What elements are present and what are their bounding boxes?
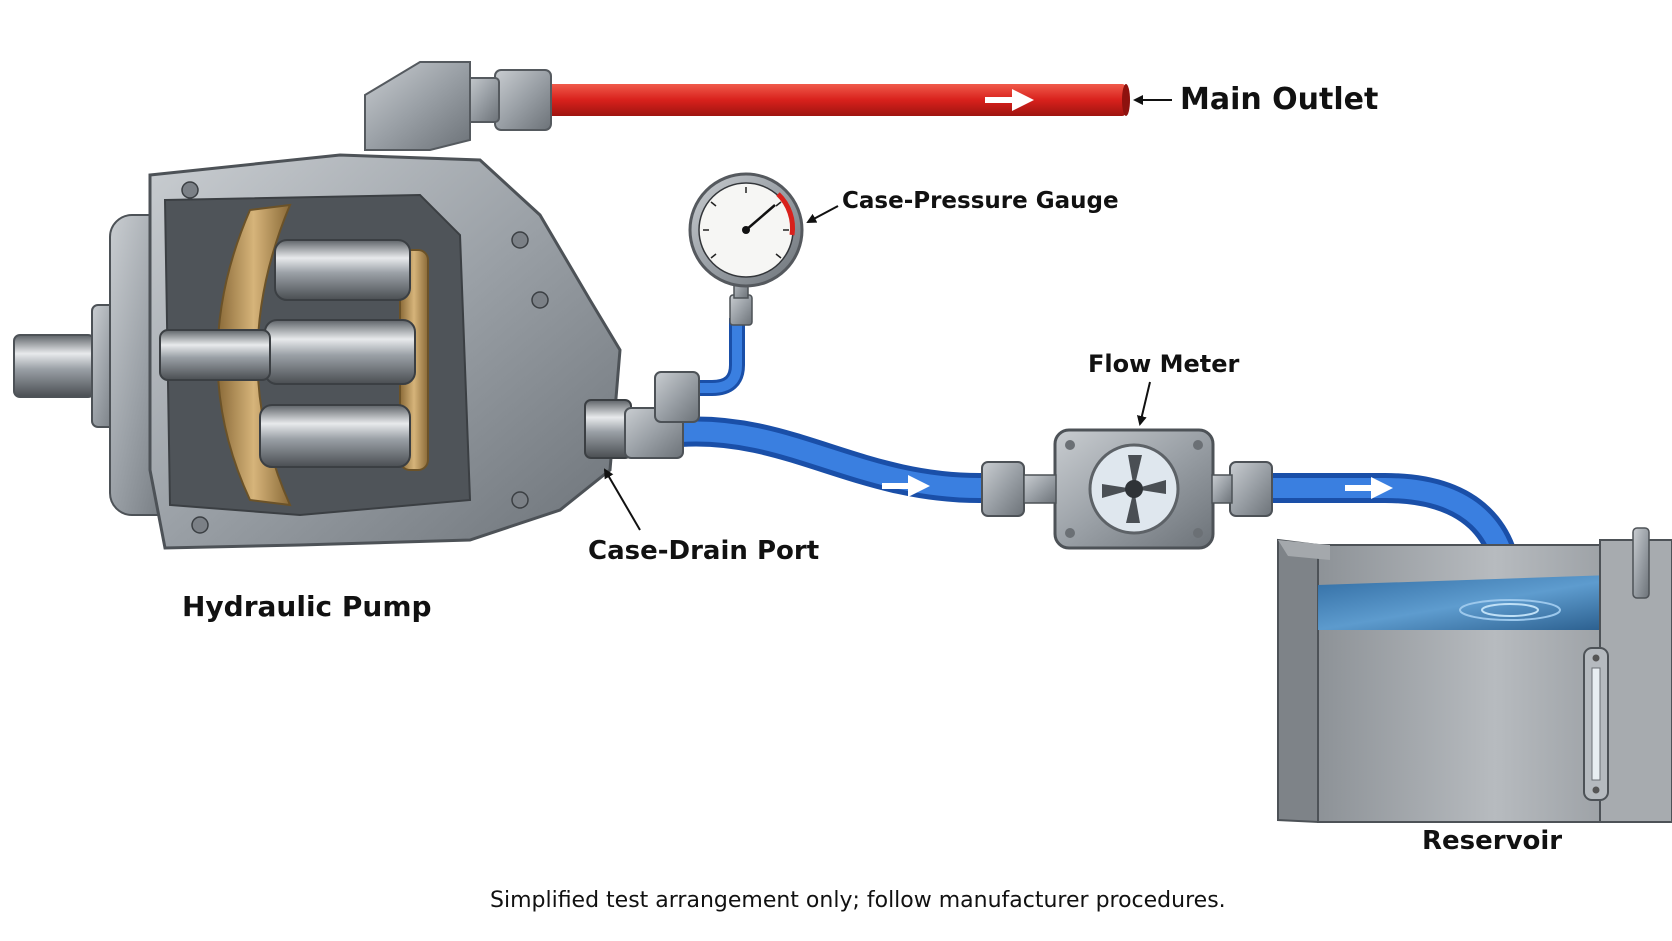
reservoir-label: Reservoir (1422, 826, 1563, 856)
case-pressure-gauge-label: Case-Pressure Gauge (842, 188, 1119, 214)
flow-arrow-icon (882, 475, 930, 497)
sight-glass (1583, 647, 1609, 801)
hydraulic-pump-label: Hydraulic Pump (182, 590, 432, 623)
hydraulic-pump (13, 153, 632, 550)
main-outlet-line (548, 84, 1130, 116)
tee-fitting (624, 371, 700, 459)
flow-meter (981, 428, 1273, 550)
flow-meter-label: Flow Meter (1088, 350, 1240, 378)
main-outlet-label: Main Outlet (1180, 82, 1379, 117)
footnote: Simplified test arrangement only; follow… (490, 888, 1226, 913)
flow-arrow-icon (1345, 477, 1393, 499)
case-drain-port-label: Case-Drain Port (588, 536, 820, 566)
outlet-fitting (364, 61, 552, 151)
label-leaders (603, 95, 1172, 531)
turbine-icon (1102, 455, 1166, 523)
case-pressure-gauge (688, 172, 804, 326)
flow-arrow-icon (985, 89, 1034, 111)
reservoir-tank (1277, 527, 1672, 824)
